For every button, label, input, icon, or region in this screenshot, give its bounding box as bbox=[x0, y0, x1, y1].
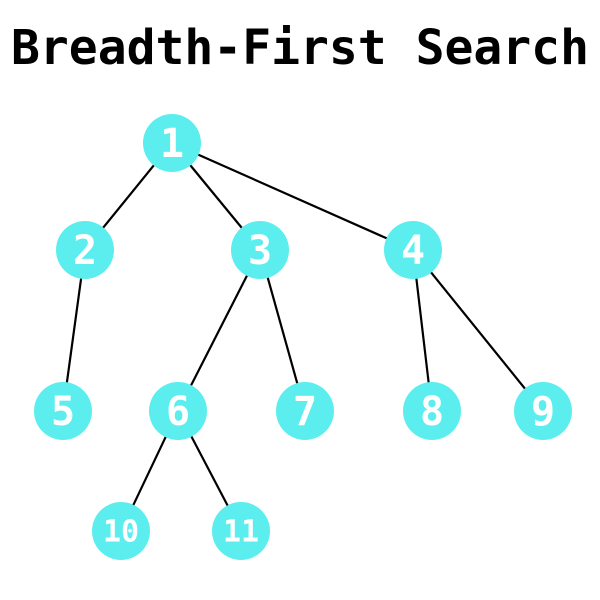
graph-node-10[interactable]: 10 bbox=[92, 502, 150, 560]
node-circle-11[interactable] bbox=[212, 502, 270, 560]
node-circle-2[interactable] bbox=[56, 221, 114, 279]
graph-node-4[interactable]: 4 bbox=[384, 221, 442, 279]
graph-node-7[interactable]: 7 bbox=[276, 382, 334, 440]
node-circle-9[interactable] bbox=[514, 382, 572, 440]
node-circle-10[interactable] bbox=[92, 502, 150, 560]
graph-edge-4-8 bbox=[415, 277, 430, 384]
edges-layer bbox=[65, 153, 527, 507]
node-circle-3[interactable] bbox=[231, 221, 289, 279]
page-title: Breadth-First Search bbox=[11, 20, 589, 76]
graph-edge-4-9 bbox=[429, 271, 527, 390]
graph-edge-2-5 bbox=[65, 277, 83, 384]
graph-edge-1-4 bbox=[197, 153, 388, 240]
graph-node-2[interactable]: 2 bbox=[56, 221, 114, 279]
node-circle-5[interactable] bbox=[34, 382, 92, 440]
graph-node-11[interactable]: 11 bbox=[212, 502, 270, 560]
node-circle-8[interactable] bbox=[403, 382, 461, 440]
graph-node-3[interactable]: 3 bbox=[231, 221, 289, 279]
graph-edge-3-7 bbox=[266, 276, 299, 385]
graph-node-8[interactable]: 8 bbox=[403, 382, 461, 440]
graph-node-1[interactable]: 1 bbox=[143, 114, 201, 172]
graph-edge-1-2 bbox=[101, 164, 156, 229]
graph-node-6[interactable]: 6 bbox=[149, 382, 207, 440]
graph-edge-1-3 bbox=[188, 163, 244, 230]
graph-node-9[interactable]: 9 bbox=[514, 382, 572, 440]
node-circle-7[interactable] bbox=[276, 382, 334, 440]
graph-edge-3-6 bbox=[189, 274, 249, 387]
node-circle-1[interactable] bbox=[143, 114, 201, 172]
node-circle-6[interactable] bbox=[149, 382, 207, 440]
graph-edge-6-11 bbox=[190, 435, 229, 507]
graph-edge-6-10 bbox=[132, 435, 167, 507]
graph-node-5[interactable]: 5 bbox=[34, 382, 92, 440]
node-circle-4[interactable] bbox=[384, 221, 442, 279]
